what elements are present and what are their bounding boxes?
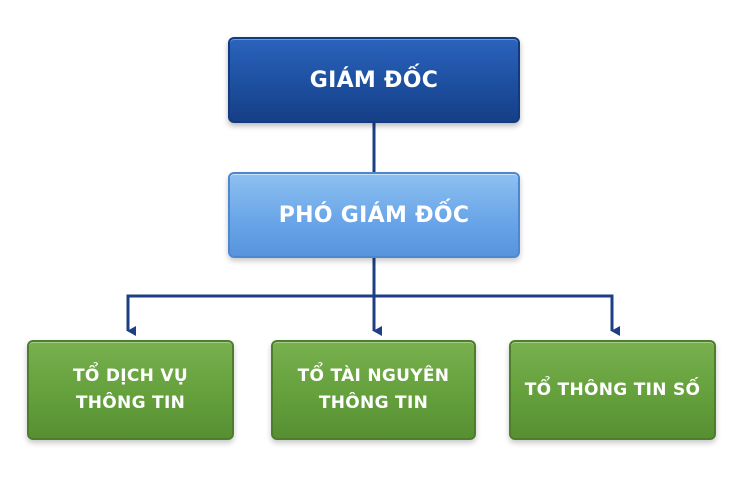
team-information-resources-box: TỔ TÀI NGUYÊN THÔNG TIN: [271, 340, 476, 440]
team-information-resources-label: TỔ TÀI NGUYÊN THÔNG TIN: [297, 366, 450, 413]
team-information-services-label: TỔ DỊCH VỤ THÔNG TIN: [73, 366, 188, 413]
team-digital-information-box: TỔ THÔNG TIN SỐ: [509, 340, 716, 440]
teams-branch-line: [126, 294, 614, 331]
deputy-director-box: PHÓ GIÁM ĐỐC: [228, 172, 520, 258]
team-information-services-box: TỔ DỊCH VỤ THÔNG TIN: [27, 340, 234, 440]
team-digital-information-label: TỔ THÔNG TIN SỐ: [524, 379, 701, 400]
deputy-director-label: PHÓ GIÁM ĐỐC: [278, 202, 470, 228]
director-box: GIÁM ĐỐC: [228, 37, 520, 123]
director-label: GIÁM ĐỐC: [309, 67, 439, 93]
